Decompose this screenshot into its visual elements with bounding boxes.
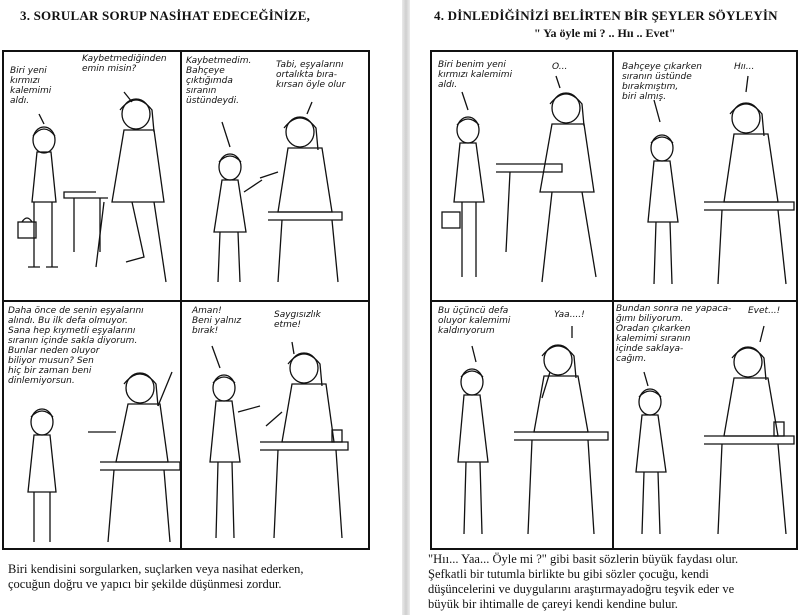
panel-5-speech-mother: O... xyxy=(552,62,568,72)
panel-5-speech-girl: Biri benim yeni kırmızı kalemimi aldı. xyxy=(438,60,513,90)
comic-panel-5: Biri benim yeni kırmızı kalemimi aldı. O… xyxy=(432,52,612,300)
panel-8-drawing xyxy=(635,325,795,535)
panel-3-speech-mother: Daha önce de senin eşyalarını alındı. Bu… xyxy=(8,306,144,386)
panel-4-speech-girl: Aman! Beni yalnız bırak! xyxy=(192,306,242,336)
panel-5-drawing xyxy=(441,75,597,283)
right-page-caption: "Hıı... Yaa... Öyle mi ?" gibi basit söz… xyxy=(428,552,739,611)
panel-8-speech-mother: Evet...! xyxy=(748,306,781,316)
panel-6-drawing xyxy=(647,75,795,285)
panel-6-speech-mother: Hıı... xyxy=(734,62,755,72)
comic-panel-7: Bu üçüncü defa oluyor kalemimi kaldırıyo… xyxy=(432,302,612,548)
comic-panel-4: Aman! Beni yalnız bırak! Saygısızlık etm… xyxy=(182,302,368,548)
panel-8-speech-girl: Bundan sonra ne yapaca- ğımı biliyorum. … xyxy=(616,304,732,364)
comic-panel-6: Bahçeye çıkarken sıranın üstünde bırakmı… xyxy=(614,52,796,300)
panel-2-speech-mother: Tabi, eşyalarını ortalıkta bıra- kırsan … xyxy=(276,60,346,90)
panel-1-drawing xyxy=(17,91,167,283)
left-page: 3. SORULAR SORUP NASİHAT EDECEĞİNİZE, xyxy=(2,8,370,591)
panel-2-speech-girl: Kaybetmedim. Bahçeye çıktığımda sıranın … xyxy=(186,56,252,106)
right-page-subheading: " Ya öyle mi ? .. Hıı .. Evet" xyxy=(534,26,676,40)
panel-7-speech-girl: Bu üçüncü defa oluyor kalemimi kaldırıyo… xyxy=(438,306,511,336)
right-page-heading: 4. DİNLEDİĞİNİZİ BELİRTEN BİR ŞEYLER SÖY… xyxy=(434,8,778,23)
right-page: 4. DİNLEDİĞİNİZİ BELİRTEN BİR ŞEYLER SÖY… xyxy=(410,0,800,615)
right-grid-divider-h xyxy=(430,300,798,302)
left-page-heading: 3. SORULAR SORUP NASİHAT EDECEĞİNİZE, xyxy=(20,8,311,23)
comic-panel-1: Biri yeni kırmızı kalemimi aldı. Kaybetm… xyxy=(4,52,180,300)
panel-1-speech-mother: Kaybetmediğinden emin misin? xyxy=(82,54,167,74)
panel-4-drawing xyxy=(209,341,349,539)
panel-2-drawing xyxy=(213,101,343,283)
left-grid-divider-h xyxy=(2,300,370,302)
comic-panel-3: Daha önce de senin eşyalarını alındı. Bu… xyxy=(4,302,180,548)
comic-panel-8: Bundan sonra ne yapaca- ğımı biliyorum. … xyxy=(614,302,796,548)
panel-6-speech-girl: Bahçeye çıkarken sıranın üstünde bırakmı… xyxy=(622,62,702,102)
panel-4-speech-mother: Saygısızlık etme! xyxy=(274,310,321,330)
book-gutter xyxy=(402,0,410,615)
left-page-caption: Biri kendisini sorgularken, suçlarken ve… xyxy=(8,562,304,591)
panel-7-speech-mother: Yaa....! xyxy=(554,310,585,320)
comic-panel-2: Kaybetmedim. Bahçeye çıktığımda sıranın … xyxy=(182,52,368,300)
panel-3-drawing xyxy=(27,371,180,543)
panel-1-speech-girl: Biri yeni kırmızı kalemimi aldı. xyxy=(10,66,52,106)
panel-7-drawing xyxy=(457,326,609,535)
